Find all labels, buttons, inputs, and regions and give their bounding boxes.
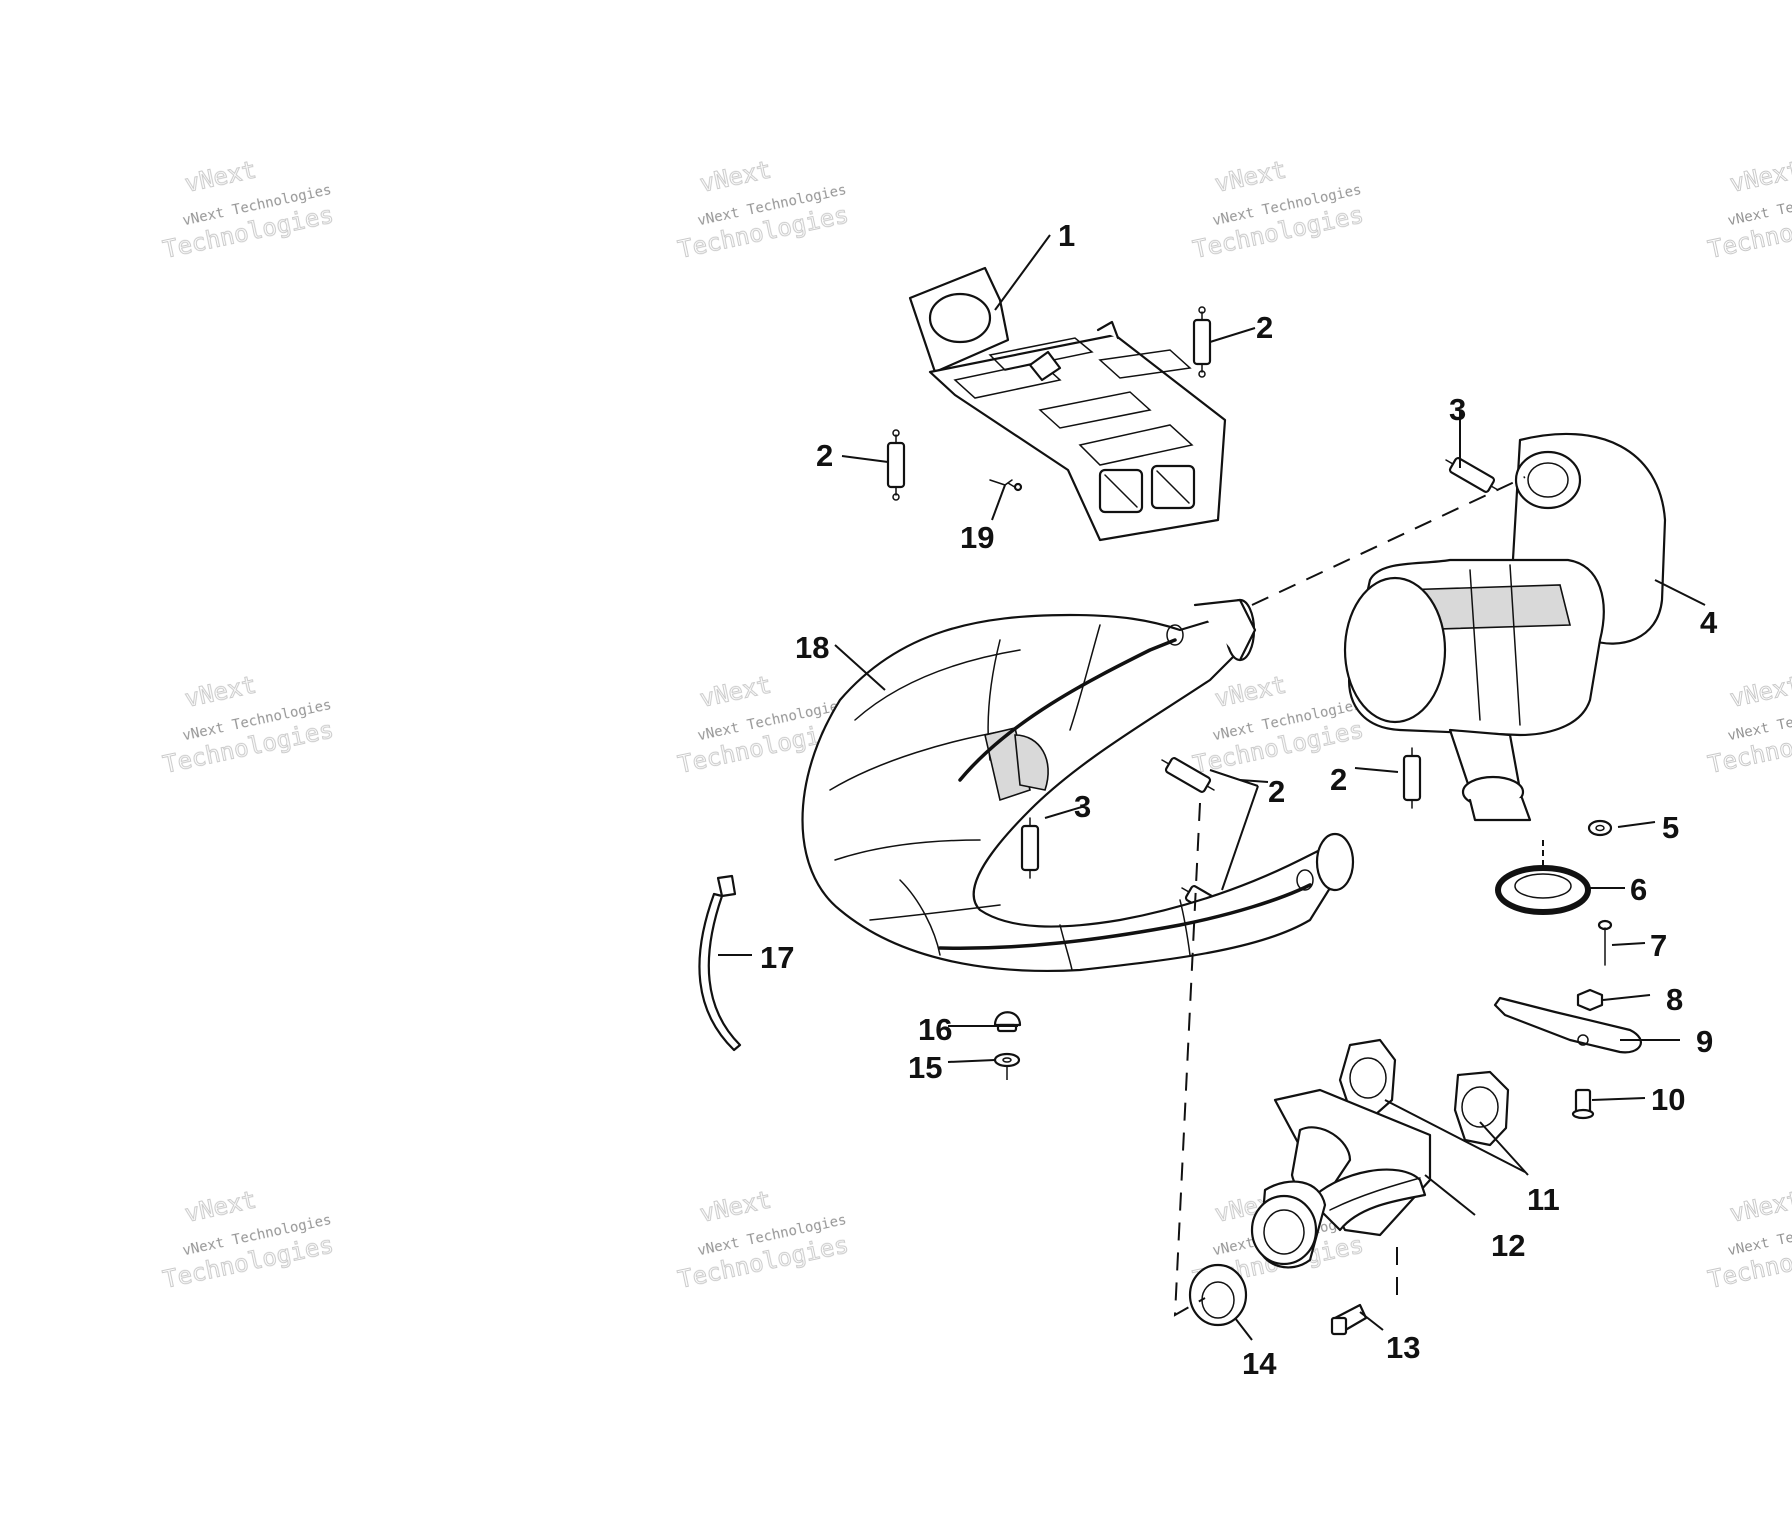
- svg-text:vNext: vNext: [1727, 670, 1792, 712]
- part-2-spring-b: [886, 429, 906, 501]
- part-8-nut: [1576, 988, 1604, 1012]
- callout-6: 6: [1630, 872, 1647, 907]
- part-6-grommet: [1495, 865, 1591, 915]
- part-2-spring-a: [1192, 306, 1212, 378]
- callout-15: 15: [908, 1050, 942, 1085]
- callout-12: 12: [1491, 1228, 1525, 1263]
- part-1-bracket: [908, 266, 1227, 542]
- callout-2-a: 2: [1256, 310, 1273, 345]
- part-18-expansion-chamber: [801, 598, 1355, 973]
- part-10-bolt: [1571, 1088, 1595, 1120]
- callout-7: 7: [1650, 928, 1667, 963]
- leader-lines: [718, 234, 1706, 1341]
- svg-text:vNext: vNext: [182, 670, 258, 712]
- part-5-washer: [1587, 819, 1613, 837]
- part-15-washer: [993, 1052, 1021, 1068]
- svg-text:vNext: vNext: [182, 1185, 258, 1227]
- callout-14: 14: [1242, 1346, 1277, 1381]
- part-16-grommet: [993, 1011, 1022, 1033]
- callout-17: 17: [760, 940, 794, 975]
- watermark-3: vNext vNext Technologies Technologies: [1190, 155, 1366, 264]
- svg-text:vNext: vNext: [697, 155, 773, 197]
- part-9-strap: [1493, 996, 1642, 1054]
- watermark-4: vNext vNext Technologies Technologies: [1705, 155, 1792, 264]
- part-2-spring-c: [1161, 757, 1215, 793]
- watermark-8: vNext vNext Technologies Technologies: [1705, 670, 1792, 779]
- callout-labels: 1 2 2 2 2 3 3 4 5 6 7 8 9 10 11 12 13 14…: [760, 218, 1718, 1381]
- callout-3-b: 3: [1074, 789, 1091, 824]
- svg-text:vNext: vNext: [697, 670, 773, 712]
- part-13-bolt: [1330, 1303, 1368, 1336]
- part-2-spring-e: [1402, 747, 1422, 809]
- svg-text:vNext: vNext: [182, 155, 258, 197]
- callout-2-c: 2: [1268, 774, 1285, 809]
- watermark-10: vNext vNext Technologies Technologies: [675, 1185, 851, 1294]
- svg-text:vNext: vNext: [1727, 155, 1792, 197]
- callout-2-b: 2: [816, 438, 833, 473]
- watermark-12: vNext vNext Technologies Technologies: [1705, 1185, 1792, 1294]
- part-3-spring-b: [1020, 817, 1040, 879]
- part-4-silencer: [1343, 432, 1667, 822]
- callout-2-d: 2: [1330, 762, 1347, 797]
- callout-4: 4: [1700, 605, 1718, 640]
- part-19-clip: [989, 479, 1023, 492]
- callout-16: 16: [918, 1012, 952, 1047]
- part-14-cap: [1188, 1263, 1248, 1327]
- callout-1: 1: [1058, 218, 1075, 253]
- callout-5: 5: [1662, 810, 1679, 845]
- svg-text:vNext: vNext: [1212, 670, 1288, 712]
- callout-13: 13: [1386, 1330, 1420, 1365]
- watermark-9: vNext vNext Technologies Technologies: [160, 1185, 336, 1294]
- part-12-manifold: [1250, 1088, 1432, 1269]
- callout-10: 10: [1651, 1082, 1685, 1117]
- callout-18: 18: [795, 630, 829, 665]
- assembly-lines: [1173, 476, 1544, 1317]
- part-11-gaskets: [1338, 1038, 1510, 1147]
- part-7-rivet: [1597, 919, 1613, 966]
- callout-11: 11: [1527, 1182, 1560, 1217]
- watermark-2: vNext vNext Technologies Technologies: [675, 155, 851, 264]
- svg-text:vNext: vNext: [1727, 1185, 1792, 1227]
- callout-19: 19: [960, 520, 994, 555]
- callout-8: 8: [1666, 982, 1683, 1017]
- callout-9: 9: [1696, 1024, 1713, 1059]
- svg-text:vNext: vNext: [1212, 155, 1288, 197]
- svg-text:vNext: vNext: [697, 1185, 773, 1227]
- watermark-1: vNext vNext Technologies Technologies: [160, 155, 336, 264]
- part-17-strap: [698, 874, 742, 1052]
- part-3-spring-a: [1445, 457, 1499, 493]
- callout-3-a: 3: [1449, 392, 1466, 427]
- watermark-5: vNext vNext Technologies Technologies: [160, 670, 336, 779]
